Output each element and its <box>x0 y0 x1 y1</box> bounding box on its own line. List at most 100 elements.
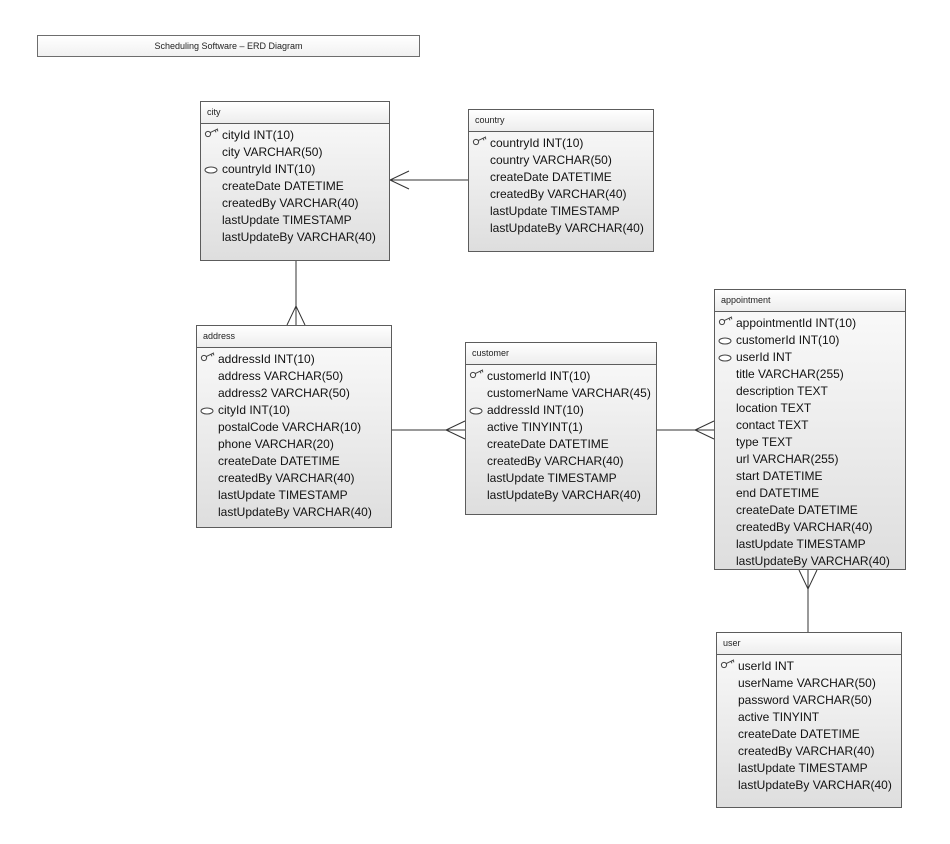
attribute-label: createdBy VARCHAR(40) <box>490 187 627 201</box>
attribute-row: country VARCHAR(50) <box>469 152 653 169</box>
attribute-row: createDate DATETIME <box>201 178 389 195</box>
attribute-row: lastUpdateBy VARCHAR(40) <box>197 504 391 521</box>
entity-city[interactable]: city cityId INT(10)city VARCHAR(50)count… <box>200 101 390 261</box>
attribute-row: address2 VARCHAR(50) <box>197 385 391 402</box>
key-icon <box>472 135 488 152</box>
attribute-label: createDate DATETIME <box>218 454 340 468</box>
attribute-row: userId INT <box>715 349 905 366</box>
key-icon <box>718 315 734 332</box>
attribute-row: cityId INT(10) <box>197 402 391 419</box>
rel-city-country-crowfoot <box>388 170 410 190</box>
attribute-label: customerId INT(10) <box>736 333 840 347</box>
attribute-label: postalCode VARCHAR(10) <box>218 420 362 434</box>
attribute-row: title VARCHAR(255) <box>715 366 905 383</box>
attribute-label: start DATETIME <box>736 469 823 483</box>
attribute-label: createdBy VARCHAR(40) <box>218 471 355 485</box>
attribute-label: lastUpdate TIMESTAMP <box>736 537 866 551</box>
attribute-label: createDate DATETIME <box>738 727 860 741</box>
attribute-label: customerName VARCHAR(45) <box>487 386 651 400</box>
entity-appointment-attributes: appointmentId INT(10) customerId INT(10) u… <box>715 312 905 570</box>
key-icon <box>469 368 485 385</box>
attribute-label: countryId INT(10) <box>490 136 584 150</box>
entity-country-header: country <box>469 110 653 132</box>
entity-country[interactable]: country countryId INT(10) country VARCHAR… <box>468 109 654 252</box>
attribute-label: createDate DATETIME <box>487 437 609 451</box>
foreign-key-icon <box>718 332 734 349</box>
entity-address-header: address <box>197 326 391 348</box>
attribute-row: url VARCHAR(255) <box>715 451 905 468</box>
entity-appointment-header: appointment <box>715 290 905 312</box>
attribute-label: lastUpdateBy VARCHAR(40) <box>487 488 641 502</box>
attribute-row: addressId INT(10) <box>197 351 391 368</box>
attribute-row: password VARCHAR(50) <box>717 692 901 709</box>
attribute-row: userId INT <box>717 658 901 675</box>
key-icon <box>200 351 216 368</box>
attribute-label: lastUpdate TIMESTAMP <box>490 204 620 218</box>
attribute-label: address VARCHAR(50) <box>218 369 344 383</box>
attribute-label: createDate DATETIME <box>490 170 612 184</box>
attribute-label: createDate DATETIME <box>222 179 344 193</box>
attribute-row: end DATETIME <box>715 485 905 502</box>
diagram-title: Scheduling Software – ERD Diagram <box>37 35 420 57</box>
attribute-label: country VARCHAR(50) <box>490 153 612 167</box>
attribute-row: lastUpdateBy VARCHAR(40) <box>201 229 389 246</box>
attribute-label: lastUpdateBy VARCHAR(40) <box>738 778 892 792</box>
attribute-row: countryId INT(10) <box>469 135 653 152</box>
attribute-label: phone VARCHAR(20) <box>218 437 334 451</box>
attribute-row: lastUpdate TIMESTAMP <box>201 212 389 229</box>
attribute-row: lastUpdate TIMESTAMP <box>466 470 656 487</box>
attribute-row: createDate DATETIME <box>466 436 656 453</box>
foreign-key-icon <box>718 349 734 366</box>
rel-customer-address-crowfoot <box>444 420 466 440</box>
attribute-row: description TEXT <box>715 383 905 400</box>
attribute-label: cityId INT(10) <box>218 403 291 417</box>
attribute-row: addressId INT(10) <box>466 402 656 419</box>
attribute-row: lastUpdate TIMESTAMP <box>715 536 905 553</box>
attribute-row: createDate DATETIME <box>197 453 391 470</box>
foreign-key-icon <box>469 402 485 419</box>
attribute-row: createDate DATETIME <box>717 726 901 743</box>
entity-address[interactable]: address addressId INT(10)address VARCHAR… <box>196 325 392 528</box>
entity-country-attributes: countryId INT(10) country VARCHAR(50) crea… <box>469 132 653 237</box>
attribute-row: active TINYINT <box>717 709 901 726</box>
attribute-label: city VARCHAR(50) <box>222 145 323 159</box>
attribute-label: appointmentId INT(10) <box>736 316 857 330</box>
attribute-row: createdBy VARCHAR(40) <box>715 519 905 536</box>
attribute-row: cityId INT(10) <box>201 127 389 144</box>
attribute-row: createdBy VARCHAR(40) <box>197 470 391 487</box>
attribute-row: customerId INT(10) <box>466 368 656 385</box>
attribute-row: lastUpdateBy VARCHAR(40) <box>715 553 905 570</box>
foreign-key-icon <box>204 161 220 178</box>
attribute-label: userName VARCHAR(50) <box>738 676 876 690</box>
attribute-row: active TINYINT(1) <box>466 419 656 436</box>
attribute-row: userName VARCHAR(50) <box>717 675 901 692</box>
attribute-row: lastUpdate TIMESTAMP <box>469 203 653 220</box>
attribute-label: lastUpdate TIMESTAMP <box>218 488 348 502</box>
key-icon <box>720 658 736 675</box>
attribute-row: start DATETIME <box>715 468 905 485</box>
attribute-row: lastUpdate TIMESTAMP <box>717 760 901 777</box>
attribute-row: appointmentId INT(10) <box>715 315 905 332</box>
entity-user-header: user <box>717 633 901 655</box>
attribute-row: countryId INT(10) <box>201 161 389 178</box>
entity-appointment[interactable]: appointment appointmentId INT(10) custome… <box>714 289 906 570</box>
entity-city-attributes: cityId INT(10) city VARCHAR(50) countryId … <box>201 124 389 246</box>
foreign-key-icon <box>200 402 216 419</box>
attribute-label: url VARCHAR(255) <box>736 452 839 466</box>
rel-address-city-crowfoot <box>286 304 306 326</box>
attribute-row: customerName VARCHAR(45) <box>466 385 656 402</box>
attribute-label: password VARCHAR(50) <box>738 693 872 707</box>
attribute-row: postalCode VARCHAR(10) <box>197 419 391 436</box>
entity-customer-header: customer <box>466 343 656 365</box>
attribute-row: createdBy VARCHAR(40) <box>469 186 653 203</box>
attribute-label: lastUpdateBy VARCHAR(40) <box>490 221 644 235</box>
attribute-row: createdBy VARCHAR(40) <box>717 743 901 760</box>
attribute-label: type TEXT <box>736 435 793 449</box>
attribute-label: cityId INT(10) <box>222 128 295 142</box>
attribute-label: customerId INT(10) <box>487 369 591 383</box>
attribute-label: active TINYINT(1) <box>487 420 583 434</box>
entity-customer[interactable]: customer customerId INT(10) customerName … <box>465 342 657 515</box>
attribute-label: createdBy VARCHAR(40) <box>738 744 875 758</box>
